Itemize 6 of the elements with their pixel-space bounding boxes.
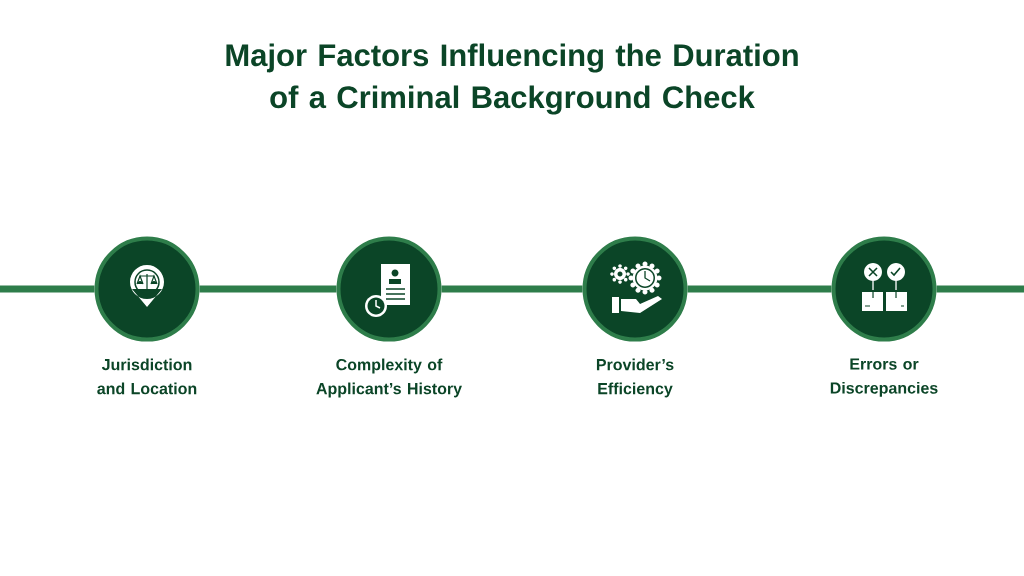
factor-label: Jurisdiction and Location [97, 358, 197, 395]
title: Major Factors Influencing the Duration of a Criminal Background Check [226, 43, 798, 115]
factor-label: Provider’s Efficiency [596, 358, 674, 398]
factor-label: Errors or Discrepancies [830, 358, 938, 397]
factor-label: Complexity of Applicant’s History [316, 358, 462, 398]
connector-line [936, 285, 1024, 293]
